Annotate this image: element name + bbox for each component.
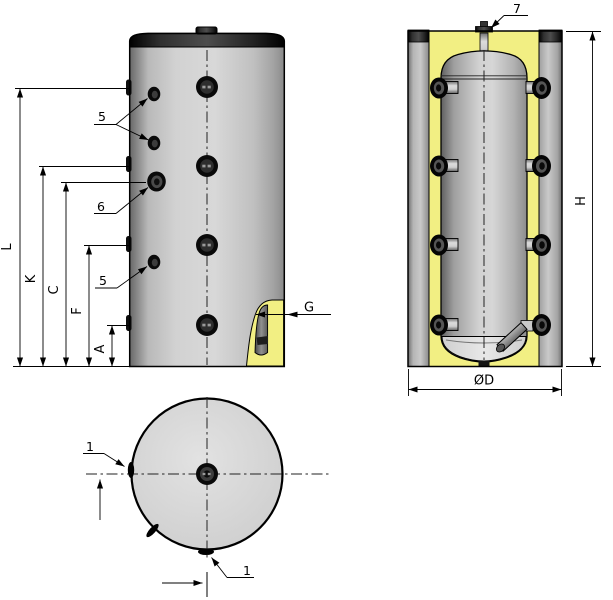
callout-6-label: 6 [97, 199, 105, 214]
dim-label-k: K [24, 274, 39, 283]
dim-label-l: L [0, 243, 15, 251]
callout-7-leader [490, 15, 505, 29]
dim-label-g: G [304, 301, 314, 316]
side-port-six [147, 171, 166, 192]
section-dimensions: 7 H ØD [408, 1, 601, 396]
top-port-bottom [198, 548, 214, 555]
section-port-right-4 [532, 314, 551, 336]
front-tank-outline [128, 32, 286, 368]
dim-label-d: ØD [474, 374, 494, 389]
top-callouts: 1 1 [83, 439, 254, 578]
front-port-row3 [196, 234, 218, 256]
front-top-cap [129, 33, 285, 48]
side-tab-2 [126, 156, 132, 172]
section-outline [407, 30, 563, 368]
callout-1-left-leader [103, 453, 125, 467]
section-port-right-1 [525, 77, 551, 99]
section-port-left-1 [430, 77, 459, 99]
section-port-left-3 [430, 234, 459, 256]
top-port-left [127, 462, 135, 478]
side-tab-3 [126, 236, 132, 252]
callout-5-bottom-leader [116, 266, 148, 289]
side-tab-1 [126, 79, 132, 96]
callout-5-top-leader-1 [115, 98, 148, 125]
front-port-row4 [196, 314, 218, 336]
inner-tank [440, 50, 528, 363]
dim-label-c: C [47, 285, 62, 294]
side-port-lower [147, 254, 161, 270]
dim-label-h: H [574, 196, 589, 206]
top-view [86, 397, 329, 597]
top-port-lower-left [146, 523, 159, 538]
section-cap-left [407, 29, 430, 43]
section-port-right-3 [525, 234, 551, 256]
vent-base [475, 26, 493, 33]
dim-label-a: A [93, 344, 108, 353]
dim-label-f: F [70, 307, 85, 314]
section-port-left-4 [430, 314, 459, 336]
front-port-row2 [196, 155, 218, 177]
section-casing-right [539, 31, 562, 367]
drain-elbow [495, 320, 534, 353]
section-view [407, 21, 563, 368]
callout-7-label: 7 [513, 1, 521, 16]
section-port-right-2 [525, 155, 551, 177]
front-view [126, 26, 286, 368]
top-center-port [196, 463, 218, 485]
front-dimensions: L K C F A G [0, 88, 331, 367]
section-port-left-2 [430, 155, 459, 177]
cutaway-pipe-band [256, 336, 268, 345]
callout-5-bottom-label: 5 [99, 273, 107, 288]
callout-5-top-label: 5 [98, 109, 106, 124]
callout-1-left-label: 1 [86, 439, 94, 454]
dim-g-arrowhead-2 [287, 311, 298, 318]
bottom-drain-nub [478, 360, 490, 366]
side-port-upper-2 [147, 135, 161, 151]
front-port-row1 [196, 76, 218, 98]
side-tab-4 [126, 315, 132, 331]
callout-1-bottom-label: 1 [243, 563, 251, 578]
callout-1-bottom-leader [211, 557, 228, 578]
callout-5-top-leader-2 [115, 124, 149, 141]
callout-6-leader [115, 187, 149, 214]
section-cap-right [538, 29, 563, 43]
front-callouts: 5 6 5 [94, 98, 149, 289]
section-casing-left [408, 31, 429, 367]
side-port-upper-1 [147, 86, 161, 102]
